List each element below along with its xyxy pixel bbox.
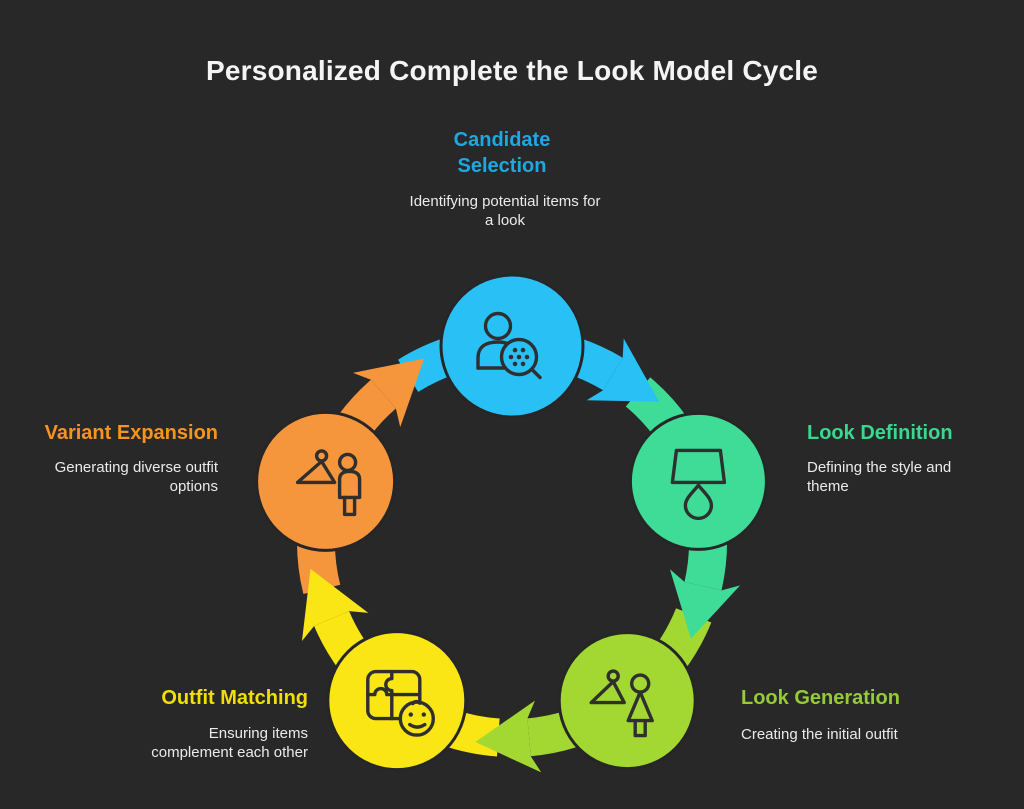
- hanger-with-person-icon: [295, 449, 362, 517]
- person-with-magnifier-icon: [476, 311, 542, 380]
- stage-description-look-definition: Defining the style and theme: [807, 459, 952, 495]
- stage-circle-outfit-matching: [326, 630, 468, 772]
- arrowhead-expansion-to-candidate: [352, 358, 425, 428]
- stage-label-look-definition: Look Definition: [807, 422, 953, 444]
- stage-description-outfit-matching: Ensuring items complement each other: [151, 725, 308, 761]
- magnifier-dots: [508, 347, 530, 367]
- stage-description-variant-expansion: Generating diverse outfit options: [54, 459, 218, 495]
- lamp-icon: [670, 448, 727, 521]
- page-title: Personalized Complete the Look Model Cyc…: [205, 55, 819, 86]
- stage-label-outfit-matching: Outfit Matching: [161, 687, 308, 709]
- stage-label-candidate-selection: Candidate Selection: [453, 129, 551, 177]
- arrowhead-candidate-to-definition: [586, 338, 660, 402]
- stage-circle-look-generation: [557, 631, 697, 771]
- stage-label-variant-expansion: Variant Expansion: [44, 422, 218, 444]
- stage-label-look-generation: Look Generation: [741, 687, 900, 709]
- hanger-with-woman-icon: [589, 669, 654, 738]
- smiley-eyes: [408, 712, 426, 717]
- stage-description-candidate-selection: Identifying potential items for a look: [409, 193, 601, 229]
- arrowhead-matching-to-expansion: [301, 568, 369, 641]
- arrowhead-generation-to-matching: [475, 700, 542, 773]
- arrowhead-definition-to-generation: [669, 569, 741, 639]
- stage-description-look-generation: Creating the initial outfit: [741, 726, 898, 743]
- puzzle-with-smiley-icon: [366, 669, 435, 737]
